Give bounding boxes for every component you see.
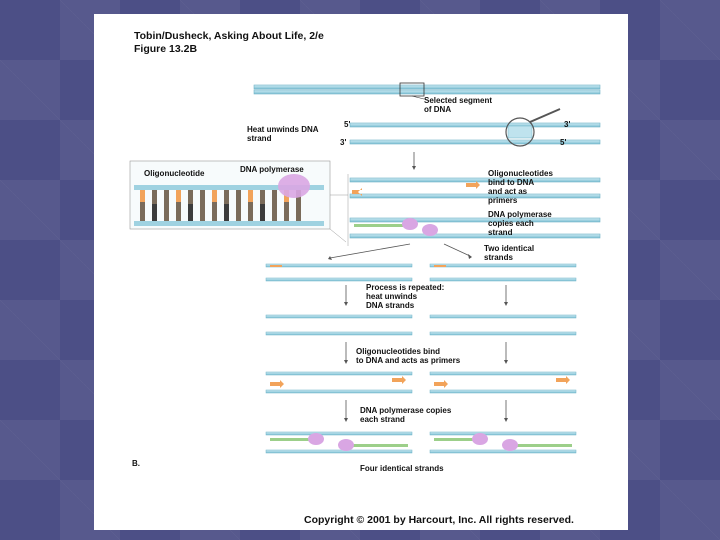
label-5-prime-top: 5'	[344, 120, 351, 129]
label-polymerase-copies-2: DNA polymerase copies each strand	[360, 406, 452, 424]
label-process-repeated: Process is repeated: heat unwinds DNA st…	[366, 283, 445, 310]
primers-round-2	[265, 371, 577, 394]
label-heat-unwinds: Heat unwinds DNA strand	[247, 125, 319, 143]
step-polymerase-copies	[349, 217, 601, 239]
two-identical-strands	[265, 263, 577, 282]
figure-number: Figure 13.2B	[134, 43, 198, 55]
label-5-prime-bottom: 5'	[560, 138, 567, 147]
copyright-notice: Copyright © 2001 by Harcourt, Inc. All r…	[304, 514, 574, 526]
label-oligonucleotide: Oligonucleotide	[144, 169, 205, 178]
label-oligo-bind-2: Oligonucleotides bind to DNA and acts as…	[356, 347, 461, 365]
polymerase-blob-inset	[278, 174, 310, 198]
step-primers-bind	[349, 177, 601, 199]
oligonucleotide-inset	[129, 160, 331, 230]
label-selected-segment: Selected segment of DNA	[424, 96, 493, 114]
dna-double-helix-top	[253, 82, 601, 100]
label-two-identical: Two identical strands	[484, 244, 535, 262]
magnifier-icon	[505, 117, 535, 147]
separated-strands	[349, 108, 601, 147]
label-3-prime-top: 3'	[564, 120, 571, 129]
separated-four	[265, 314, 577, 336]
four-identical-strands	[265, 431, 577, 454]
label-oligo-bind: Oligonucleotides bind to DNA and act as …	[488, 169, 553, 205]
panel-label: B.	[132, 459, 140, 468]
label-3-prime-bottom: 3'	[340, 138, 347, 147]
label-polymerase-copies: DNA polymerase copies each strand	[488, 210, 552, 237]
label-dna-polymerase: DNA polymerase	[240, 165, 304, 174]
figure-source: Tobin/Dusheck, Asking About Life, 2/e	[134, 30, 324, 42]
label-four-identical: Four identical strands	[360, 464, 444, 473]
pcr-diagram	[129, 82, 601, 454]
slide: Tobin/Dusheck, Asking About Life, 2/e Fi…	[94, 14, 628, 530]
